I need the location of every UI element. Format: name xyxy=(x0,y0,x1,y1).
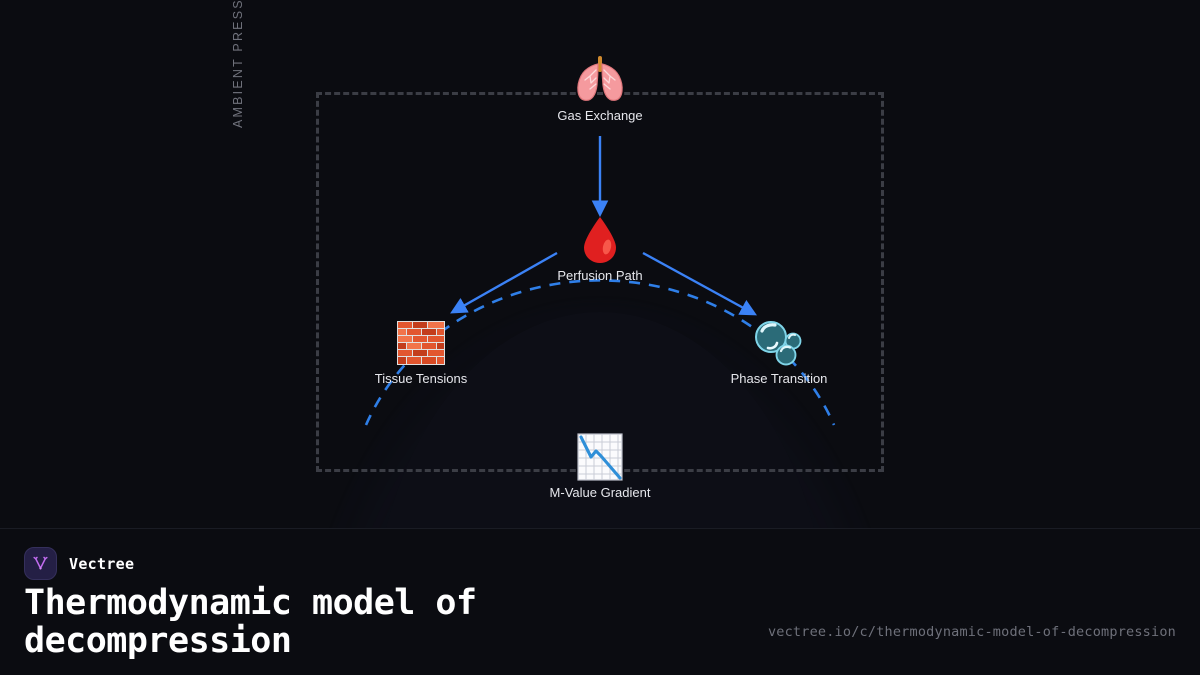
diagram-canvas: AMBIENT PRESSURE (P_amb) xyxy=(231,0,900,528)
node-label: Tissue Tensions xyxy=(374,371,468,386)
node-label: Phase Transition xyxy=(730,371,828,386)
vectree-logo-icon xyxy=(24,547,57,580)
node-label: Gas Exchange xyxy=(557,108,643,123)
node-label: M-Value Gradient xyxy=(549,485,651,500)
node-gas-exchange[interactable]: Gas Exchange xyxy=(520,50,680,123)
chart-down-icon xyxy=(520,427,680,481)
edge-perfusion-path-to-phase-transition xyxy=(642,251,758,316)
node-label: Perfusion Path xyxy=(557,268,643,283)
brand-row: Vectree xyxy=(24,547,134,580)
brand-name: Vectree xyxy=(69,554,135,573)
page-title: Thermodynamic model of decompression xyxy=(24,583,477,661)
lungs-icon xyxy=(520,50,680,102)
node-m-value-gradient[interactable]: M-Value Gradient xyxy=(520,427,680,500)
source-url: vectree.io/c/thermodynamic-model-of-deco… xyxy=(767,624,1176,640)
bubbles-icon xyxy=(699,313,859,365)
node-phase-transition[interactable]: Phase Transition xyxy=(699,313,859,386)
edge-perfusion-path-to-tissue-tensions xyxy=(450,251,558,314)
node-perfusion-path[interactable]: Perfusion Path xyxy=(520,210,680,283)
blood-drop-icon xyxy=(520,210,680,263)
brick-wall-icon xyxy=(341,313,501,365)
footer-bar: Vectree Thermodynamic model of decompres… xyxy=(0,528,1200,675)
node-tissue-tensions[interactable]: Tissue Tensions xyxy=(341,313,501,386)
